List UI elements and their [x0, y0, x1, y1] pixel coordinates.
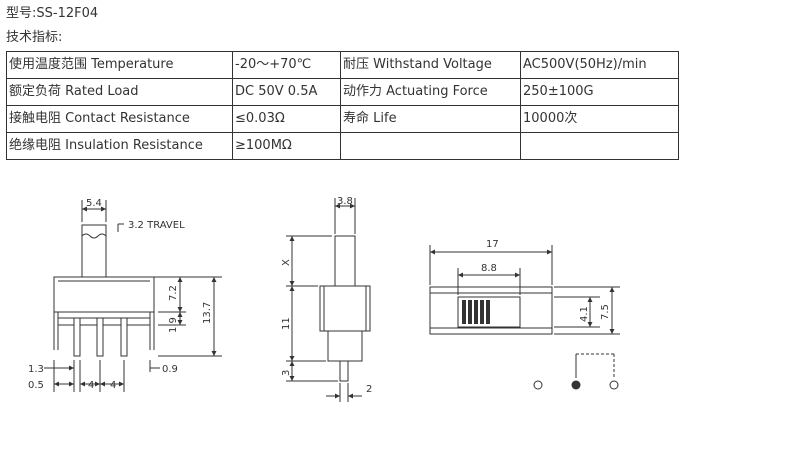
table-cell: 接触电阻 Contact Resistance: [6, 105, 233, 133]
table-cell: 耐压 Withstand Voltage: [340, 51, 521, 79]
spec-heading: 技术指标:: [6, 30, 63, 45]
side-view-drawing: [286, 198, 371, 402]
dim-13-7-label: 13.7: [202, 302, 213, 324]
table-cell: 额定负荷 Rated Load: [6, 78, 233, 106]
travel-label: 3.2 TRAVEL: [128, 220, 185, 231]
table-cell: 使用温度范围 Temperature: [6, 51, 233, 79]
model-line: 型号:SS-12F04: [6, 6, 99, 21]
table-row: 额定负荷 Rated Load DC 50V 0.5A 动作力 Actuatin…: [6, 78, 679, 106]
dim-x-label: X: [281, 259, 292, 266]
table-row: 绝缘电阻 Insulation Resistance ≥100MΩ: [6, 132, 679, 160]
table-cell: -20～+70℃: [232, 51, 341, 79]
dim-0-5-label: 0.5: [28, 380, 44, 391]
table-cell: 10000次: [520, 105, 679, 133]
dim-1-3-label: 1.3: [28, 364, 44, 375]
table-row: 使用温度范围 Temperature -20～+70℃ 耐压 Withstand…: [6, 51, 679, 79]
dim-11-label: 11: [281, 317, 292, 330]
technical-drawings: 5.4 3.2 TRAVEL 7.2 1.9 13.7 1.3 0.5 4 4 …: [28, 196, 620, 402]
table-cell: 250±100G: [520, 78, 679, 106]
table-cell: ≥100MΩ: [232, 132, 341, 160]
table-cell: 绝缘电阻 Insulation Resistance: [6, 132, 233, 160]
table-cell: DC 50V 0.5A: [232, 78, 341, 106]
table-cell: ≤0.03Ω: [232, 105, 341, 133]
dim-2-label: 2: [366, 384, 372, 395]
dim-8-8-label: 8.8: [481, 263, 497, 274]
front-view-drawing: [44, 200, 222, 392]
top-view-drawing: [429, 245, 620, 390]
dim-1-9-label: 1.9: [168, 317, 179, 333]
dim-17-label: 17: [486, 239, 499, 250]
dim-4-1-label: 4.1: [579, 306, 590, 322]
dim-4-left-label: 4: [88, 380, 94, 391]
dim-7-2-label: 7.2: [168, 285, 179, 301]
dim-3-label: 3: [281, 370, 292, 376]
dim-5-4-label: 5.4: [86, 198, 102, 209]
table-cell: AC500V(50Hz)/min: [520, 51, 679, 79]
spec-table: 使用温度范围 Temperature -20～+70℃ 耐压 Withstand…: [6, 51, 679, 160]
table-row: 接触电阻 Contact Resistance ≤0.03Ω 寿命 Life 1…: [6, 105, 679, 133]
dim-3-8-label: 3.8: [337, 196, 353, 207]
table-cell: 动作力 Actuating Force: [340, 78, 521, 106]
dim-4-right-label: 4: [110, 380, 116, 391]
table-cell: 寿命 Life: [340, 105, 521, 133]
table-cell: [520, 132, 679, 160]
dim-0-9-label: 0.9: [162, 364, 178, 375]
dim-7-5-label: 7.5: [600, 304, 611, 320]
table-cell: [340, 132, 521, 160]
